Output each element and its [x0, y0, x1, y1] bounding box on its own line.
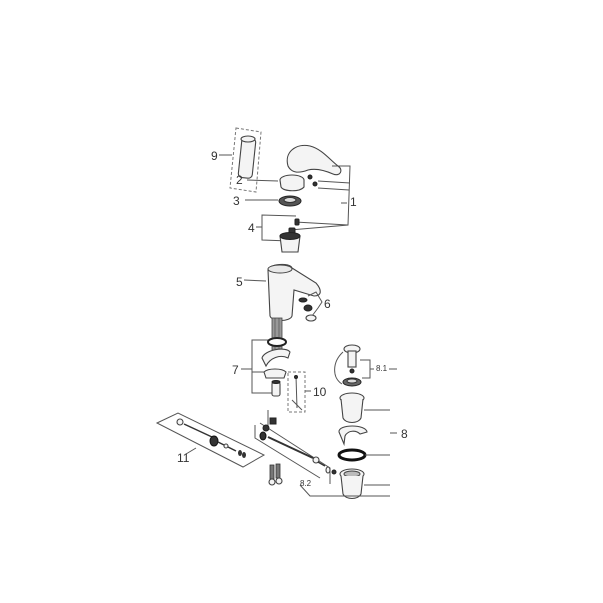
- adapter-part: [256, 214, 301, 253]
- callout-7: 7: [232, 363, 239, 377]
- callout-6: 6: [324, 297, 331, 311]
- aerator-part: [298, 291, 323, 322]
- callout-11: 11: [177, 451, 190, 465]
- callout-4: 4: [248, 221, 255, 235]
- pop-up-plug-part: [334, 344, 397, 387]
- callout-8-2: 8.2: [300, 479, 312, 488]
- lift-rod-linkage-part: [254, 410, 337, 484]
- threaded-ring-part: [245, 195, 302, 207]
- callout-9: 9: [211, 149, 218, 163]
- callout-8-1: 8.1: [376, 364, 388, 373]
- mounting-set-part: [241, 337, 291, 397]
- cartridge-part: [219, 127, 262, 193]
- callout-2: 2: [236, 173, 243, 187]
- callout-8: 8: [401, 427, 408, 441]
- handle-part: [286, 144, 351, 231]
- hose-set-part: [287, 371, 311, 413]
- callout-5: 5: [236, 275, 243, 289]
- callout-1: 1: [350, 195, 357, 209]
- cap-ring-part: [246, 174, 305, 192]
- callout-3: 3: [233, 194, 240, 208]
- callout-10: 10: [313, 385, 327, 399]
- waste-assembly-part: [299, 392, 397, 500]
- bolt-pair-part: [268, 463, 283, 486]
- lift-rod-set-part: [155, 412, 266, 468]
